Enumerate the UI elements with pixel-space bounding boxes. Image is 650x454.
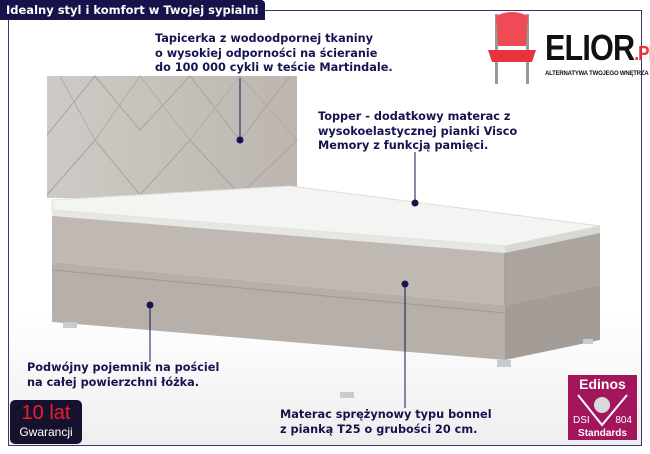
lower-drawer-box [51,262,600,360]
chair-logo-icon [488,12,536,84]
note-line: Tapicerka z wodoodpornej tkaniny [155,32,374,45]
note-line: do 100 000 cykli w teście Martindale. [155,61,393,74]
warranty-years: 10 lat [21,402,71,424]
legs [63,322,593,398]
upper-box [52,215,600,305]
banner-title: Idealny styl i komfort w Twojej sypialni [0,0,265,20]
annotation-lines [146,78,419,408]
certificate-left: DSI [573,415,590,426]
note-line: Materac sprężynowy typu bonnel [280,408,492,421]
note-line: Topper - dodatkowy materac z [318,110,511,123]
warranty-label: Gwarancji [19,425,73,439]
brand-suffix: .PL [634,43,650,65]
upholstery-note: Tapicerka z wodoodpornej tkaniny o wysok… [155,32,393,76]
topper [51,185,601,253]
certificate-name: Edinos [579,376,626,392]
warranty-badge: 10 lat Gwarancji [10,400,82,444]
storage-note: Podwójny pojemnik na pościel na całej po… [27,361,219,390]
note-line: Podwójny pojemnik na pościel [27,361,220,374]
note-line: wysokoelastycznej pianki Visco [318,124,518,138]
brand-tagline: ALTERNATYWA TWOJEGO WNĘTRZA [545,71,649,77]
certificate-right: 804 [615,415,632,426]
headboard [46,75,298,198]
certificate-badge: Edinos DSI 804 Standards [568,375,637,440]
note-line: na całej powierzchni łóżka. [27,375,200,389]
note-line: z pianką T25 o grubości 20 cm. [280,422,478,436]
topper-note: Topper - dodatkowy materac z wysokoelast… [318,110,517,154]
brand-logo: ELIOR.PL [545,28,650,74]
certificate-standards: Standards [578,428,627,439]
note-line: Memory z funkcją pamięci. [318,139,489,152]
note-line: o wysokiej odporności na ścieranie [155,46,378,60]
certificate-emblem-icon [577,394,628,427]
brand-name: ELIOR [545,27,635,68]
mattress-note: Materac sprężynowy typu bonnel z pianką … [280,408,492,437]
